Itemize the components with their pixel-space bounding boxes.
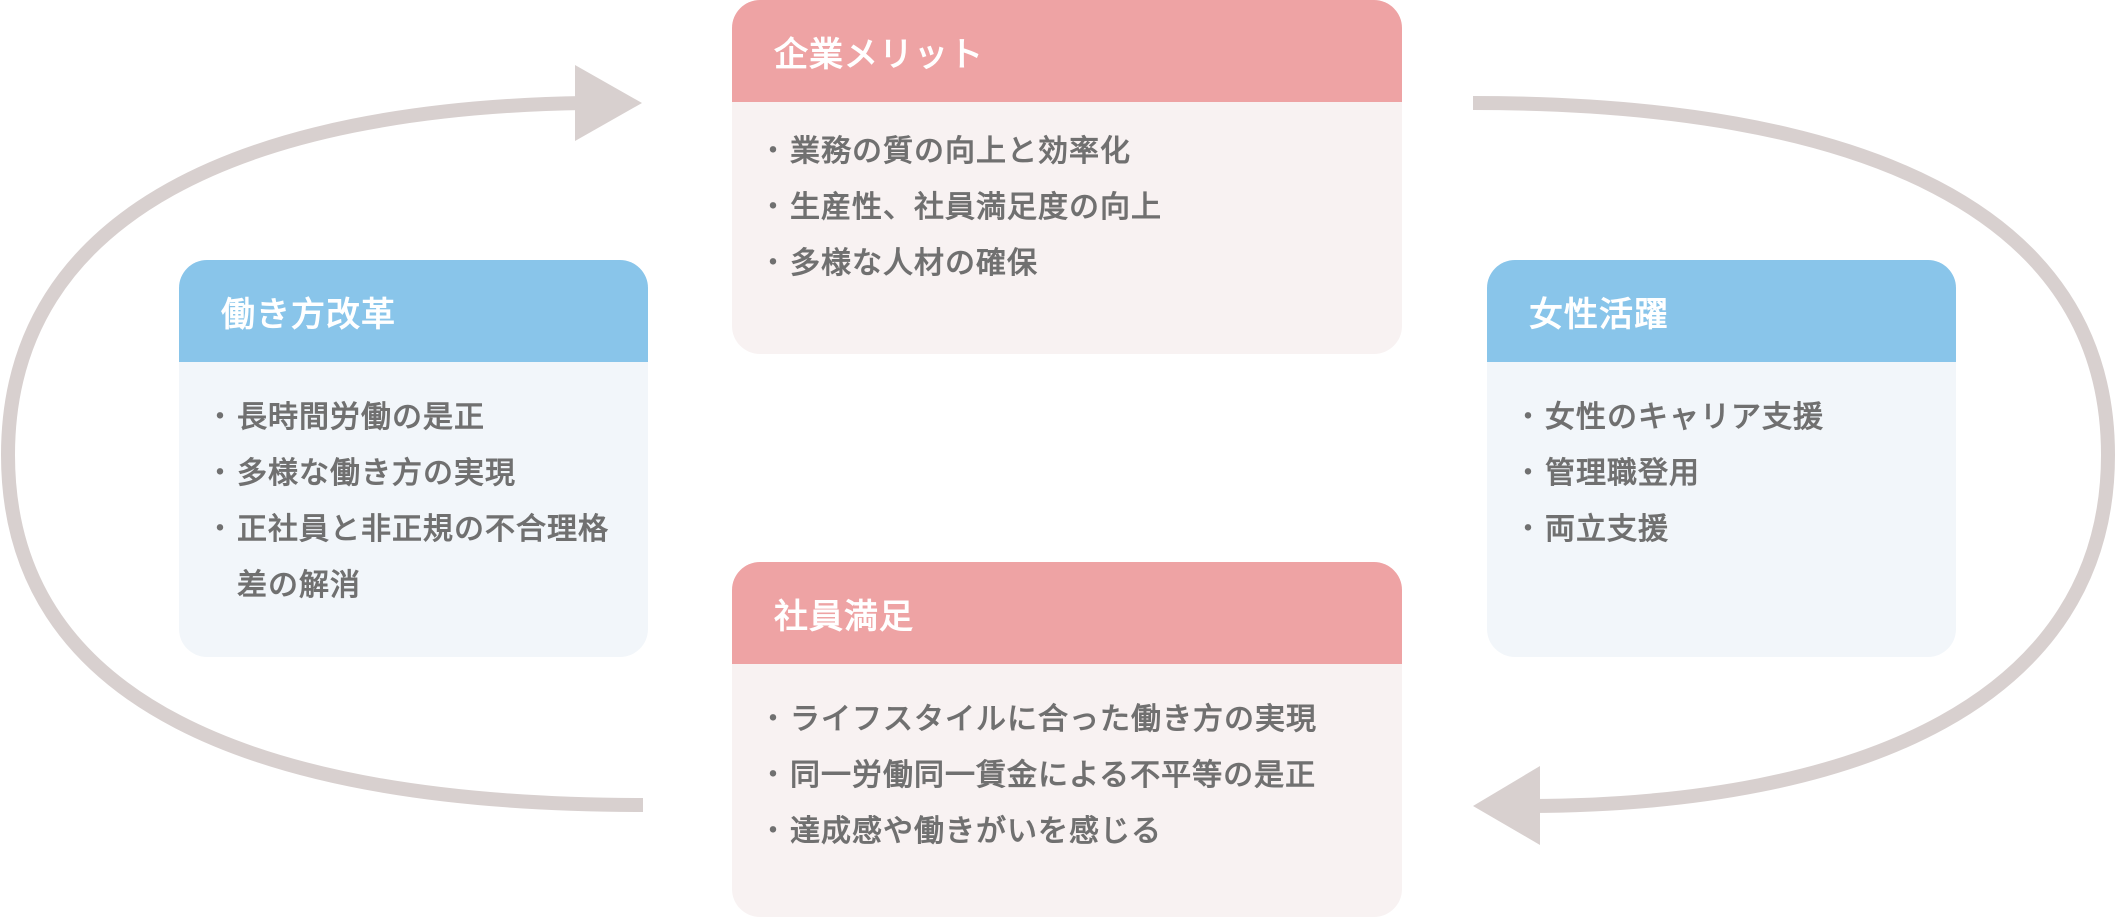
right-arrowhead [1473, 766, 1540, 845]
work-style-reform-list: 長時間労働の是正 多様な働き方の実現 正社員と非正規の不合理格差の解消 [205, 390, 620, 614]
women-empowerment-title: 女性活躍 [1487, 260, 1956, 362]
left-arrowhead [575, 65, 642, 141]
list-item: 多様な人材の確保 [758, 236, 1374, 292]
list-item: 達成感や働きがいを感じる [758, 804, 1374, 860]
list-item: 女性のキャリア支援 [1513, 390, 1928, 446]
left-cycle-arrow [0, 96, 644, 812]
company-merit-title: 企業メリット [732, 0, 1402, 102]
list-item: 長時間労働の是正 [205, 390, 620, 446]
list-item: 両立支援 [1513, 502, 1928, 558]
company-merit-list: 業務の質の向上と効率化 生産性、社員満足度の向上 多様な人材の確保 [758, 124, 1374, 292]
list-item: 管理職登用 [1513, 446, 1928, 502]
employee-satisfaction-title: 社員満足 [732, 562, 1402, 664]
employee-satisfaction-body: ライフスタイルに合った働き方の実現 同一労働同一賃金による不平等の是正 達成感や… [732, 664, 1402, 917]
list-item: 生産性、社員満足度の向上 [758, 180, 1374, 236]
list-item: ライフスタイルに合った働き方の実現 [758, 692, 1374, 748]
women-empowerment-card: 女性活躍 女性のキャリア支援 管理職登用 両立支援 [1487, 260, 1956, 657]
list-item: 正社員と非正規の不合理格差の解消 [205, 502, 620, 614]
company-merit-body: 業務の質の向上と効率化 生産性、社員満足度の向上 多様な人材の確保 [732, 102, 1402, 354]
employee-satisfaction-list: ライフスタイルに合った働き方の実現 同一労働同一賃金による不平等の是正 達成感や… [758, 692, 1374, 860]
list-item: 業務の質の向上と効率化 [758, 124, 1374, 180]
list-item: 多様な働き方の実現 [205, 446, 620, 502]
women-empowerment-list: 女性のキャリア支援 管理職登用 両立支援 [1513, 390, 1928, 558]
work-style-reform-card: 働き方改革 長時間労働の是正 多様な働き方の実現 正社員と非正規の不合理格差の解… [179, 260, 648, 657]
work-style-reform-title: 働き方改革 [179, 260, 648, 362]
list-item: 同一労働同一賃金による不平等の是正 [758, 748, 1374, 804]
work-style-reform-body: 長時間労働の是正 多様な働き方の実現 正社員と非正規の不合理格差の解消 [179, 362, 648, 657]
women-empowerment-body: 女性のキャリア支援 管理職登用 両立支援 [1487, 362, 1956, 657]
company-merit-card: 企業メリット 業務の質の向上と効率化 生産性、社員満足度の向上 多様な人材の確保 [732, 0, 1402, 354]
employee-satisfaction-card: 社員満足 ライフスタイルに合った働き方の実現 同一労働同一賃金による不平等の是正… [732, 562, 1402, 917]
right-cycle-arrow [1472, 96, 2116, 813]
